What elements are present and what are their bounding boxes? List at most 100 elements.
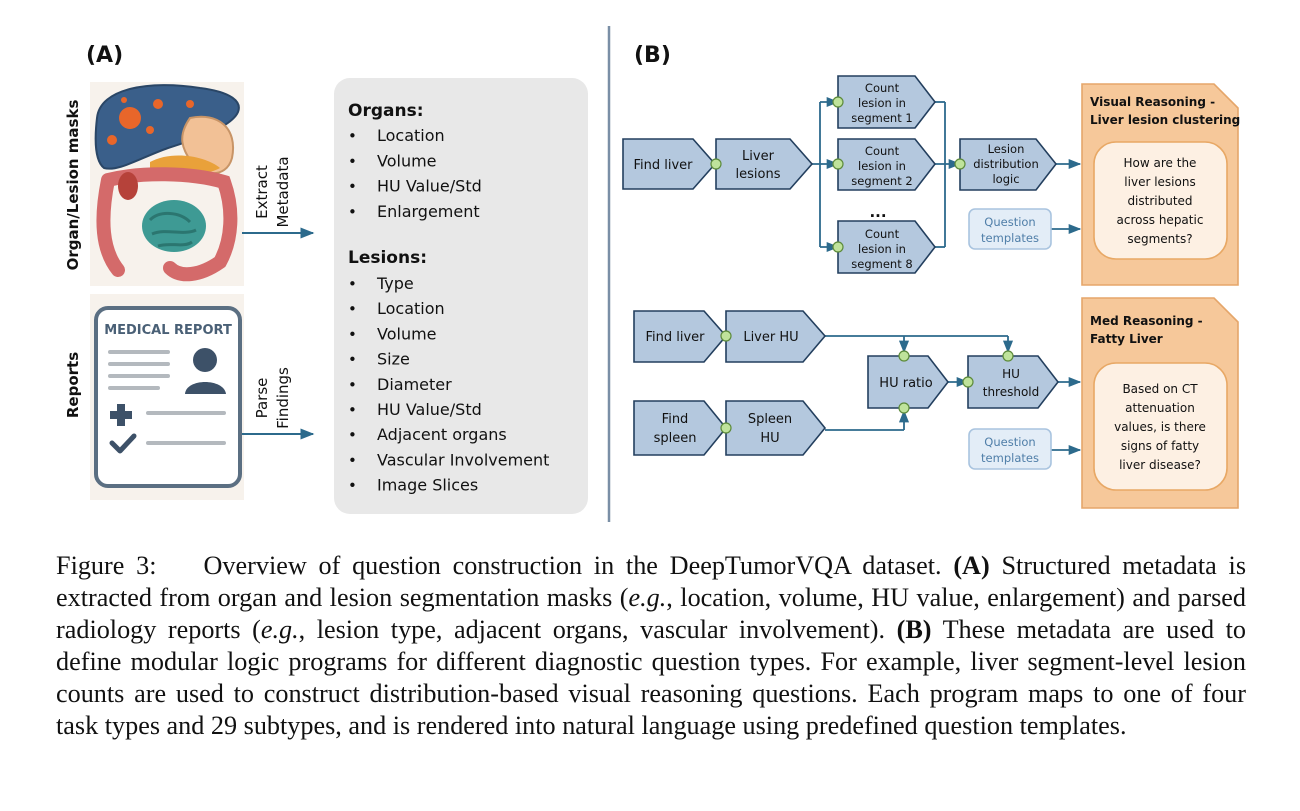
bullet: • <box>348 152 357 170</box>
lesions-list: •Type•Location•Volume•Size•Diameter•HU V… <box>348 274 549 495</box>
lesions-item: HU Value/Std <box>377 400 482 419</box>
caption-a-tag: (A) <box>953 551 990 580</box>
med-reasoning-title-1: Med Reasoning - <box>1090 314 1203 328</box>
bullet: • <box>348 451 357 469</box>
svg-text:Liver: Liver <box>742 149 775 164</box>
svg-text:lesion in: lesion in <box>858 96 906 110</box>
svg-text:HU: HU <box>760 431 779 446</box>
lesions-item: Image Slices <box>377 476 478 495</box>
bullet: • <box>348 426 357 444</box>
node-find-liver-bottom: Find liver <box>633 310 728 363</box>
caption-b-tag: (B) <box>896 615 932 644</box>
svg-text:liver lesions: liver lesions <box>1124 175 1195 189</box>
reports-side-label: Reports <box>64 352 82 418</box>
svg-text:Find liver: Find liver <box>645 330 705 345</box>
svg-text:across hepatic: across hepatic <box>1117 213 1204 227</box>
bullet: • <box>348 325 357 343</box>
report-card-title: MEDICAL REPORT <box>104 323 232 338</box>
extract-label-line2: Metadata <box>274 156 292 227</box>
caption-a-text2: , location, volume, HU value, enlargemen… <box>56 583 1246 644</box>
bullet: • <box>348 203 357 221</box>
svg-text:Count: Count <box>865 227 900 241</box>
bottom-connector-dots <box>720 330 1014 434</box>
med-reasoning-card: Med Reasoning - Fatty Liver Based on CT … <box>1081 297 1239 509</box>
node-count-segment-8: Count lesion in segment 8 <box>837 220 937 274</box>
svg-text:Lesion: Lesion <box>988 142 1025 156</box>
caption-a-text3: , lesion type, adjacent organs, vascular… <box>298 615 886 644</box>
svg-text:Count: Count <box>865 81 900 95</box>
lesions-item: Vascular Involvement <box>377 450 549 469</box>
svg-text:lesion in: lesion in <box>858 242 906 256</box>
svg-text:logic: logic <box>992 172 1019 186</box>
lesions-item: Adjacent organs <box>377 425 507 444</box>
visual-reasoning-card: Visual Reasoning - Liver lesion clusteri… <box>1081 83 1240 286</box>
svg-text:segment 8: segment 8 <box>851 257 912 271</box>
svg-text:lesion in: lesion in <box>858 159 906 173</box>
svg-text:Find: Find <box>662 412 689 427</box>
lesions-item: Location <box>377 299 445 318</box>
organs-item: HU Value/Std <box>377 177 482 196</box>
svg-text:liver disease?: liver disease? <box>1119 458 1201 472</box>
medical-cross-icon <box>110 404 132 426</box>
panel-a-label: (A) <box>86 43 123 68</box>
report-text-lines <box>108 350 226 445</box>
svg-text:How are the: How are the <box>1124 156 1197 170</box>
organs-item: Volume <box>377 151 437 170</box>
top-connectors <box>812 96 1082 253</box>
bullet: • <box>348 477 357 495</box>
svg-text:segments?: segments? <box>1127 232 1192 246</box>
caption-eg-2: e.g. <box>260 615 299 644</box>
visual-reasoning-title-2: Liver lesion clustering <box>1090 113 1240 127</box>
organs-list: •Location•Volume•HU Value/Std•Enlargemen… <box>348 126 482 221</box>
svg-text:segment 2: segment 2 <box>851 174 912 188</box>
question-templates-top: Question templates <box>968 208 1052 250</box>
node-count-segment-2: Count lesion in segment 2 <box>837 138 937 191</box>
parse-label-line1: Parse <box>253 378 271 419</box>
masks-side-label: Organ/Lesion masks <box>64 100 82 271</box>
node-lesion-distribution-logic: Lesion distribution logic <box>959 138 1058 191</box>
organs-item: Location <box>377 126 445 145</box>
organs-heading: Organs: <box>348 101 424 121</box>
segments-ellipsis: ... <box>869 203 886 221</box>
svg-text:segment 1: segment 1 <box>851 111 912 125</box>
med-reasoning-title-2: Fatty Liver <box>1090 332 1163 346</box>
svg-text:Count: Count <box>865 144 900 158</box>
bullet: • <box>348 376 357 394</box>
svg-text:Find liver: Find liver <box>633 158 693 173</box>
node-find-liver-top: Find liver <box>622 138 717 190</box>
svg-text:signs of fatty: signs of fatty <box>1121 439 1199 453</box>
panel-b-label: (B) <box>634 43 671 68</box>
svg-text:threshold: threshold <box>983 385 1040 399</box>
svg-text:templates: templates <box>981 231 1039 245</box>
check-icon <box>109 433 137 454</box>
parse-label-line2: Findings <box>274 367 292 429</box>
figure-caption: Figure 3: Overview of question construct… <box>56 550 1246 742</box>
medical-report-illustration: MEDICAL REPORT <box>90 294 244 500</box>
svg-text:Liver HU: Liver HU <box>743 330 798 345</box>
metadata-panel <box>334 78 588 514</box>
node-hu-ratio: HU ratio <box>867 355 950 409</box>
question-templates-bottom: Question templates <box>968 428 1052 470</box>
caption-eg-1: e.g. <box>628 583 667 612</box>
lesions-item: Type <box>376 274 414 293</box>
svg-text:spleen: spleen <box>654 431 697 446</box>
svg-text:distribution: distribution <box>973 157 1039 171</box>
caption-b-text: These metadata are used to define modula… <box>56 615 1247 740</box>
organ-illustration <box>90 82 244 286</box>
visual-reasoning-title-1: Visual Reasoning - <box>1090 95 1215 109</box>
svg-text:distributed: distributed <box>1127 194 1192 208</box>
node-find-spleen: Find spleen <box>633 400 728 456</box>
svg-text:HU ratio: HU ratio <box>879 376 932 391</box>
node-spleen-hu: Spleen HU <box>725 400 827 456</box>
extract-label-line1: Extract <box>253 165 271 219</box>
top-connector-dots <box>710 96 966 253</box>
caption-a-text1: Structured metadata is extracted from or… <box>56 551 1247 612</box>
person-icon <box>185 348 226 394</box>
caption-line1: Overview of question construction in the… <box>203 551 942 580</box>
svg-text:lesions: lesions <box>736 167 781 182</box>
bullet: • <box>348 351 357 369</box>
node-liver-lesions: Liver lesions <box>715 138 814 190</box>
bullet: • <box>348 127 357 145</box>
svg-text:HU: HU <box>1002 367 1020 381</box>
node-count-segment-1: Count lesion in segment 1 <box>837 75 937 129</box>
